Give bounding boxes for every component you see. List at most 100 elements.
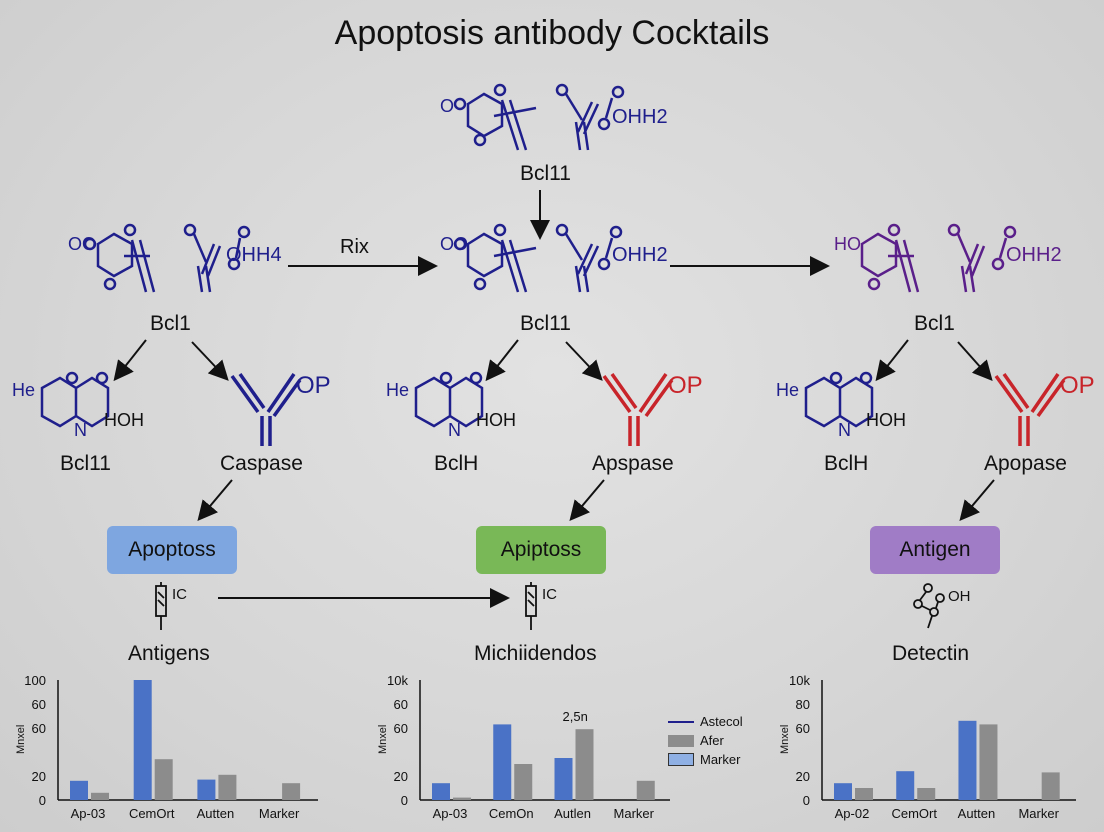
bar-gray [154,759,173,800]
mol-top-left: O [440,96,455,116]
molecule-top [453,83,625,151]
mol-r1m-label: Bcl11 [520,312,571,335]
ring-molecule-3 [804,371,874,428]
bar-gray [855,788,873,800]
y-tick-label: 60 [32,721,46,736]
bar-gray [218,774,237,800]
y-tick-label: 20 [32,769,46,784]
ab3-label: Apopase [984,452,1067,475]
mol-r1l-left: OO [68,234,97,254]
x-tick-label: Ap-03 [71,806,106,821]
bar-blue [554,758,573,800]
ab2-label: Apspase [592,452,674,475]
syringe-icon-2 [525,582,537,630]
y-tick-label: 0 [803,793,810,808]
y-tick-label: 80 [796,697,810,712]
bar-blue [70,780,88,800]
ring1-right: HOH [104,410,144,430]
y-tick-label: 60 [394,697,408,712]
ring3-label: BclH [824,452,869,475]
antibody-apspase [602,372,674,446]
mol-r1m-left: OO [440,234,469,254]
data-annotation: 2,5n [563,709,588,724]
mol-r1m-right: OHH2 [612,244,668,266]
mol-r1r-left: HO [834,234,861,254]
mol-r1r-label: Bcl1 [914,312,955,335]
molecule-row1-right [860,223,1017,293]
mol-top-label: Bcl11 [520,162,571,185]
ab1-label: Caspase [220,452,303,475]
molecule-icon-label: OH [948,588,971,605]
ring3-left: He [776,380,800,400]
bar-gray [979,724,998,800]
antibody-apopase [994,372,1066,446]
legend-item-1: Astecol [700,714,743,729]
ring1-label: Bcl11 [60,452,111,475]
bar-gray [514,764,533,800]
section-label-michiidendos: Michiidendos [474,642,597,665]
molecule-row1-left [83,223,251,293]
molecule-icon [913,583,945,629]
y-tick-label: 20 [394,769,408,784]
bar-gray [575,729,594,800]
x-tick-label: Autten [197,806,235,821]
bar-gray [1041,772,1060,800]
molecule-row1-mid [453,223,623,293]
y-tick-label: 0 [39,793,46,808]
ring2-left: He [386,380,410,400]
ring3-n: N [838,420,851,440]
y-tick-label: 60 [32,697,46,712]
mol-r1l-label: Bcl1 [150,312,191,335]
legend-gray-swatch [668,734,694,747]
bar-gray [917,788,936,800]
syringe-label-1: IC [172,586,187,603]
x-tick-label: Autlen [554,806,591,821]
section-label-detectin: Detectin [892,642,970,665]
bar-blue [896,771,915,800]
arrow-label: Rix [340,236,369,258]
diagram-title: Apoptosis antibody Cocktails [334,14,770,52]
ab3-op: OP [1060,372,1095,399]
x-tick-label: CemOn [489,806,534,821]
mol-r1l-right: OHH4 [226,244,282,266]
y-tick-label: 20 [796,769,810,784]
x-tick-label: CemOrt [891,806,937,821]
antibody-caspase [230,372,302,446]
x-tick-label: Autten [958,806,996,821]
syringe-label-2: IC [542,586,557,603]
bar-blue [958,720,977,800]
ring1-n: N [74,420,87,440]
bar-blue [197,779,216,800]
syringe-icon-1 [155,582,167,630]
y-tick-label: 10k [789,673,810,688]
x-tick-label: Marker [1018,806,1059,821]
y-tick-label: 60 [394,721,408,736]
y-axis-label: Mnxel [15,725,27,754]
box-antigen: Antigen [870,526,1000,574]
bar-blue [493,724,512,800]
y-axis-label: Mnxel [377,725,389,754]
x-tick-label: Ap-03 [433,806,468,821]
bar-gray [636,780,655,800]
bar-gray [282,783,301,800]
bar-blue [432,783,450,800]
ab2-op: OP [668,372,703,399]
legend-line-swatch [668,720,694,723]
mol-top-right: OHH2 [612,106,668,128]
section-label-antigens: Antigens [128,642,210,665]
x-tick-label: Marker [259,806,300,821]
ring2-right: HOH [476,410,516,430]
x-tick-label: Marker [614,806,655,821]
ring-molecule-2 [414,371,484,428]
ab1-op: OP [296,372,331,399]
ring3-right: HOH [866,410,906,430]
legend-blue-swatch [668,753,694,766]
ring2-n: N [448,420,461,440]
ring-molecule-1 [40,371,110,428]
box-apoptoss: Apoptoss [107,526,237,574]
legend-item-3: Marker [700,752,741,767]
y-tick-label: 10k [387,673,408,688]
